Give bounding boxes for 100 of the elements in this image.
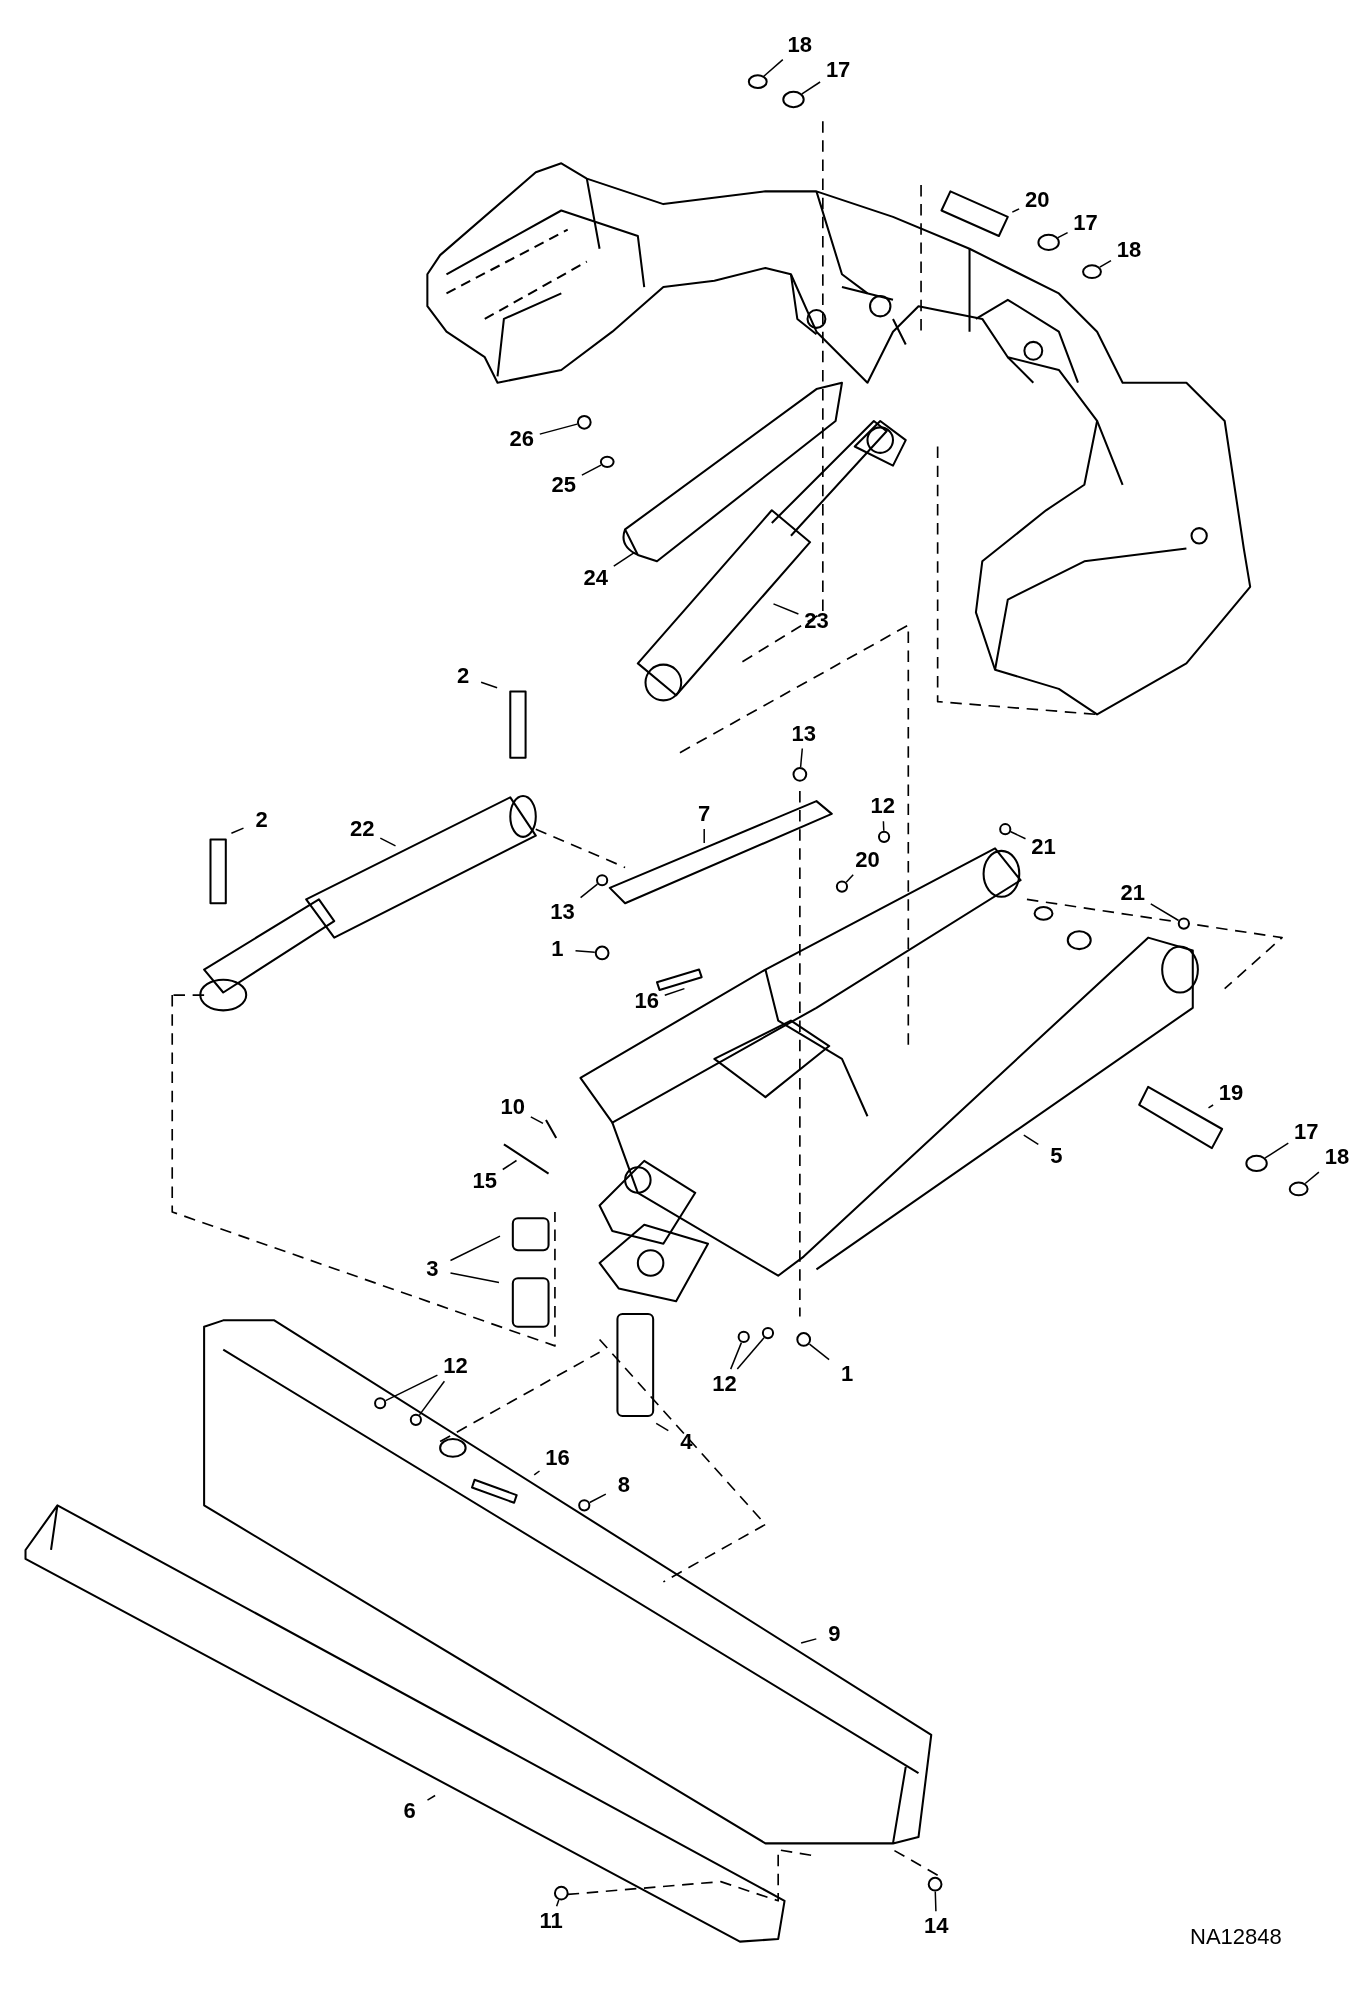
leader-line [800, 1638, 818, 1644]
washer-drawing [1082, 264, 1102, 280]
washer-drawing [999, 823, 1012, 836]
callout-number: 7 [688, 800, 721, 827]
callout-number: 18 [783, 31, 816, 58]
callout-number: 17 [1069, 210, 1102, 237]
washer-drawing [737, 1330, 750, 1344]
washer-drawing [594, 945, 610, 961]
callout-number: 22 [346, 816, 379, 843]
leader-line [449, 1235, 501, 1262]
callout-number: 12 [439, 1353, 472, 1380]
leader-line [1304, 1171, 1320, 1185]
leader-line [1099, 259, 1112, 268]
callout-number: 13 [546, 899, 579, 926]
leader-line [1010, 831, 1027, 840]
leader-line [449, 1272, 500, 1284]
leader-line [555, 1899, 560, 1907]
washer-drawing [599, 455, 615, 468]
leader-line [808, 1343, 830, 1361]
callout-number: 23 [800, 608, 833, 635]
callout-number: 14 [920, 1913, 953, 1940]
callout-number: 3 [416, 1256, 449, 1283]
leader-line [502, 1159, 518, 1171]
washer-drawing [553, 1885, 569, 1901]
leader-line [581, 464, 602, 476]
leader-line [579, 883, 599, 899]
callout-number: 11 [535, 1908, 568, 1935]
callout-number: 9 [818, 1621, 851, 1648]
washer-drawing [1037, 233, 1060, 252]
leader-line [772, 603, 800, 615]
leader-line [729, 1341, 743, 1370]
callout-number: 12 [708, 1371, 741, 1398]
leader-line [703, 828, 705, 844]
callout-number: 15 [468, 1168, 501, 1195]
callout-number: 2 [245, 807, 278, 834]
callout-number: 1 [831, 1360, 864, 1387]
leader-line [1264, 1142, 1290, 1159]
leader-line [480, 681, 498, 689]
callout-number: 20 [851, 846, 884, 873]
washer-drawing [596, 874, 609, 887]
leader-line [426, 1794, 436, 1801]
leader-line [533, 1470, 541, 1476]
washer-drawing [409, 1413, 422, 1426]
callout-number: 19 [1215, 1080, 1248, 1107]
callout-number: 21 [1116, 880, 1149, 906]
washer-drawing [761, 1327, 775, 1340]
callout-number: 16 [541, 1445, 574, 1472]
leader-line [530, 1116, 544, 1125]
callout-number: 18 [1320, 1144, 1353, 1171]
callout-number: 21 [1027, 834, 1060, 861]
leader-line [1023, 1134, 1040, 1146]
leader-line [882, 820, 885, 832]
washer-drawing [576, 414, 592, 430]
washer-drawing [796, 1332, 812, 1347]
callout-number: 18 [1113, 237, 1145, 264]
callout-number: 8 [607, 1471, 640, 1498]
callout-number: 26 [505, 425, 538, 452]
washer-drawing [877, 830, 891, 843]
leader-line [1150, 903, 1180, 922]
leader-line [801, 81, 821, 95]
washer-drawing [927, 1876, 943, 1892]
washer-drawing [1245, 1154, 1268, 1173]
callout-number: 10 [496, 1094, 529, 1121]
washer-drawing [747, 74, 768, 89]
callout-number: 16 [630, 988, 663, 1015]
leader-line [539, 423, 578, 435]
leader-line [384, 1374, 439, 1402]
leader-line [845, 874, 854, 883]
leader-line [763, 58, 784, 77]
washer-drawing [782, 90, 805, 109]
leader-line [588, 1493, 607, 1504]
leader-line [230, 827, 245, 835]
callout-number: 20 [1021, 187, 1054, 214]
callout-number: 24 [579, 564, 612, 591]
callout-number: 4 [670, 1428, 703, 1455]
callout-number: 17 [822, 57, 855, 84]
leader-line [1207, 1104, 1214, 1109]
callout-number: 5 [1040, 1142, 1073, 1169]
drawing-number: NA12848 [1190, 1924, 1282, 1950]
leader-line [664, 987, 686, 997]
leader-line [379, 837, 397, 847]
washer-drawing [792, 766, 808, 782]
callout-number: 12 [866, 793, 899, 820]
leader-line [736, 1337, 765, 1370]
leader-line [1057, 231, 1069, 239]
washer-drawing [835, 880, 849, 893]
washer-drawing [1177, 917, 1190, 930]
callout-number: 17 [1290, 1118, 1323, 1145]
washer-drawing [1288, 1181, 1309, 1197]
washer-drawing [374, 1397, 387, 1410]
washer-drawing [578, 1499, 591, 1512]
callout-number: 1 [541, 936, 574, 963]
callout-number: 13 [787, 720, 820, 747]
leader-line [799, 747, 804, 768]
leader-line [655, 1422, 670, 1432]
leader-line [613, 551, 636, 567]
callout-number: 25 [547, 471, 580, 498]
callout-number: 2 [447, 663, 480, 690]
callout-number: 6 [393, 1798, 426, 1825]
leader-line [934, 1890, 937, 1913]
